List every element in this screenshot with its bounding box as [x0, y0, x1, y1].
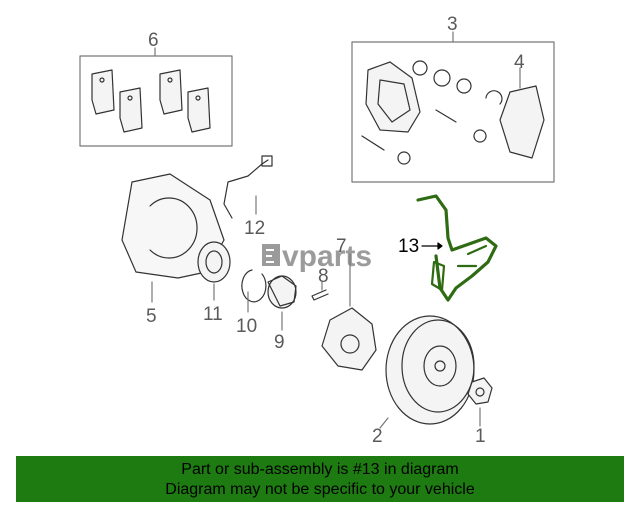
brake-pad-kit-box: [79, 47, 233, 147]
banner-line-1: Part or sub-assembly is #13 in diagram: [181, 461, 459, 478]
part-info-banner: Part or sub-assembly is #13 in diagram D…: [16, 456, 624, 502]
callout-12[interactable]: 12: [244, 218, 265, 239]
callout-13[interactable]: 13: [398, 236, 419, 257]
front-hub: [321, 253, 377, 371]
callout-4[interactable]: 4: [514, 52, 525, 73]
banner-line-2: Diagram may not be specific to your vehi…: [165, 481, 475, 498]
callout-11[interactable]: 11: [203, 304, 223, 325]
hub-bearing: [197, 241, 231, 301]
brake-rotor: [379, 315, 475, 429]
callout-10[interactable]: 10: [236, 316, 257, 337]
callout-3[interactable]: 3: [447, 14, 458, 35]
callout-6[interactable]: 6: [148, 30, 159, 51]
callout-1[interactable]: 1: [475, 426, 486, 447]
hub-nut: [467, 377, 493, 427]
callout-5[interactable]: 5: [146, 306, 157, 327]
snap-ring: [241, 269, 267, 303]
sensor-wire-bracket: [223, 159, 269, 219]
axle-hub-piece: [267, 275, 297, 331]
callout-2[interactable]: 2: [372, 426, 383, 447]
caliper-assembly-box: [351, 31, 555, 183]
callout-13-arrow: [437, 242, 443, 250]
vparts-logo: vparts: [262, 240, 372, 273]
callout-7[interactable]: 7: [336, 236, 347, 257]
abs-sensor-wire-highlight: [416, 194, 498, 302]
callout-8[interactable]: 8: [318, 266, 329, 287]
callout-9[interactable]: 9: [274, 332, 285, 353]
vparts-logo-text: vparts: [282, 240, 372, 273]
hub-bolt: [311, 289, 329, 301]
